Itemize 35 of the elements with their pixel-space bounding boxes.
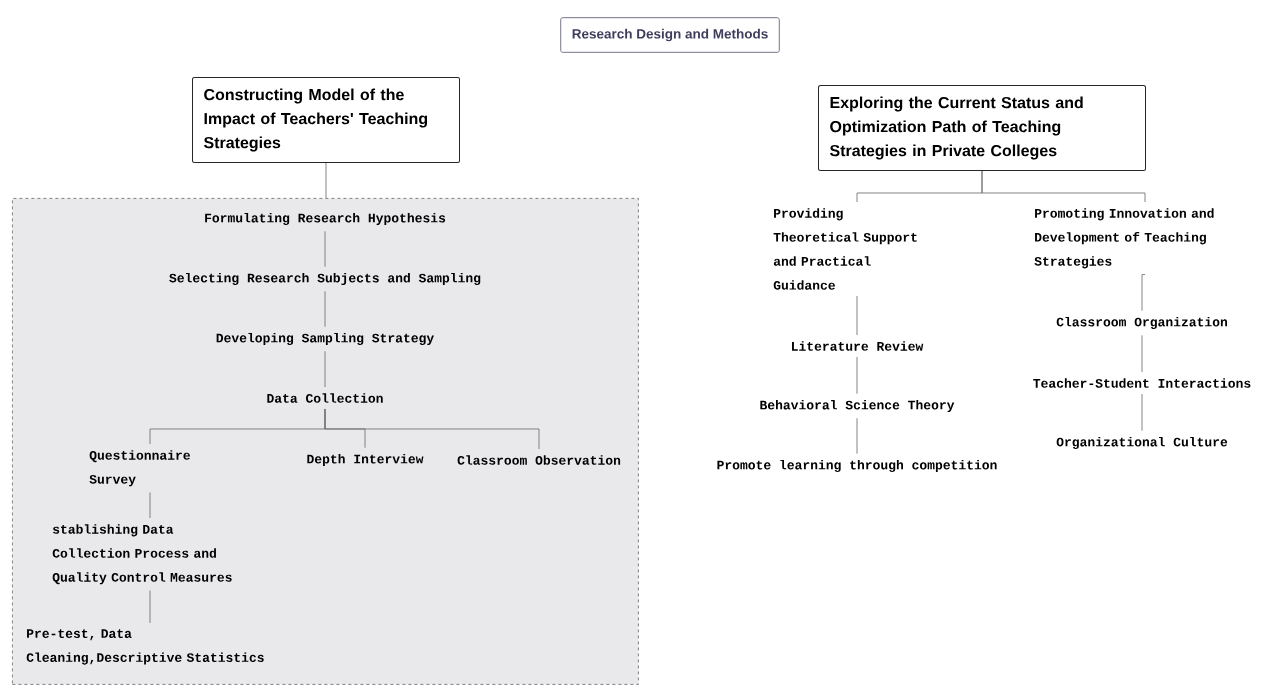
connector-line	[324, 230, 326, 268]
connector-line	[1141, 393, 1143, 432]
step-label: Promote learning through competition	[717, 459, 997, 473]
step-label: Data Collection	[267, 393, 383, 403]
connector-line	[324, 290, 326, 328]
step-label: Developing Sampling Strategy	[216, 332, 434, 346]
step-label: Depth Interview	[307, 453, 424, 467]
step-label: Behavioral Science Theory	[760, 399, 955, 413]
step-label: Organizational Culture	[1056, 436, 1228, 450]
connector-line	[856, 295, 858, 336]
connector-line	[324, 350, 326, 388]
topic-box: Exploring the Current Status and Optimization Path of Teaching Strategies in Private Colleges	[818, 85, 1146, 171]
connector-line	[856, 417, 858, 455]
dashed-panel	[12, 198, 639, 685]
connector-line	[149, 492, 151, 519]
step-label: Formulating Research Hypothesis	[205, 212, 446, 226]
connector-line	[149, 590, 151, 624]
step-label: Teacher-Student Interactions	[1033, 378, 1251, 388]
connector-line	[1141, 274, 1146, 312]
connector-line	[325, 162, 327, 199]
step-label: Questionnaire Survey	[89, 450, 190, 487]
connector-line	[324, 408, 540, 450]
step-label: Providing Theoretical Support and Practical Guidance	[773, 208, 917, 290]
connector-line	[981, 170, 1146, 203]
topic-box: Constructing Model of the Impact of Teachers' Teaching Strategies	[192, 77, 460, 163]
step-label: Selecting Research Subjects and Sampling	[169, 272, 481, 286]
step-label: Pre-test, Data Cleaning,Descriptive Statistics	[26, 629, 264, 665]
step-label: Classroom Organization	[1056, 316, 1227, 330]
connector-line	[856, 356, 858, 395]
title-box: Research Design and Methods	[560, 17, 780, 53]
step-label: Classroom Observation	[457, 455, 621, 465]
step-label: Literature Review	[792, 341, 924, 351]
step-label: Promoting Innovation and Development of Teaching Strategies	[1034, 208, 1214, 269]
connector-line	[1141, 334, 1143, 373]
step-label: stablishing Data Collection Process and Quality Control Measures	[52, 524, 232, 585]
